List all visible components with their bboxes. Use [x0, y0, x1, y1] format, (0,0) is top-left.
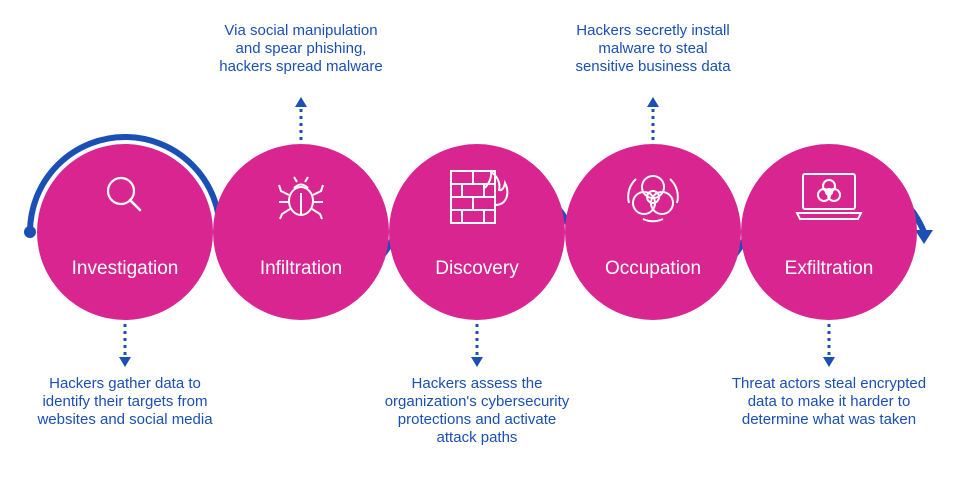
- path-start-dot: [24, 226, 36, 238]
- stage-investigation: Investigation: [37, 144, 213, 320]
- stage-circle: [213, 144, 389, 320]
- connector-arrow: [647, 97, 659, 140]
- stage-circle: [389, 144, 565, 320]
- stage-exfiltration: Exfiltration: [741, 144, 917, 320]
- stage-label: Investigation: [72, 258, 179, 279]
- stage-label: Occupation: [605, 258, 701, 279]
- stage-caption: Hackers secretly install malware to stea…: [575, 22, 731, 75]
- stage-label: Exfiltration: [785, 258, 874, 279]
- stage-circle: [565, 144, 741, 320]
- stage-label: Discovery: [435, 258, 519, 279]
- stage-occupation: Occupation: [565, 144, 741, 320]
- connector-arrow: [823, 324, 835, 367]
- stage-caption: Threat actors steal encrypted data to ma…: [731, 375, 927, 428]
- stage-caption: Via social manipulation and spear phishi…: [219, 22, 383, 75]
- stage-discovery: Discovery: [389, 144, 565, 320]
- stage-infiltration: Infiltration: [213, 144, 389, 320]
- stage-caption: Hackers gather data to identify their ta…: [37, 375, 213, 428]
- stage-circle: [37, 144, 213, 320]
- connector-arrow: [295, 97, 307, 140]
- connector-arrow: [119, 324, 131, 367]
- stage-caption: Hackers assess the organization's cybers…: [384, 375, 570, 446]
- stage-label: Infiltration: [260, 258, 342, 279]
- path-end-arrowhead: [915, 230, 933, 244]
- stage-circle: [741, 144, 917, 320]
- connector-arrow: [471, 324, 483, 367]
